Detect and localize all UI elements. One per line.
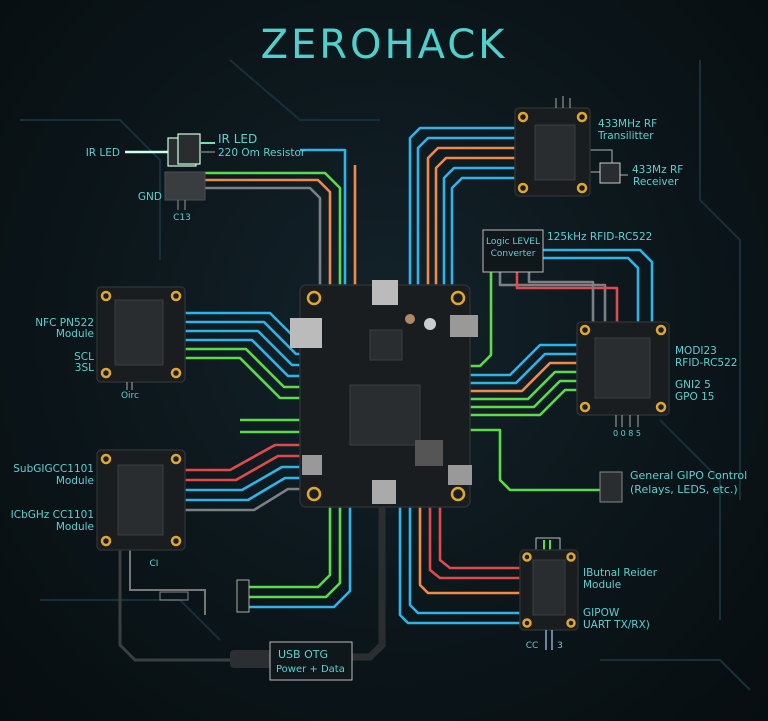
rf-rx-line2: Receiver [633, 176, 679, 188]
nfc-line2: Module [56, 328, 94, 340]
nfc-line3: SCL [74, 351, 94, 363]
ibutton-pin-a: CC [526, 641, 539, 651]
nfc-line1: NFC PN522 [35, 317, 94, 329]
cc1101-line2: Module [56, 475, 94, 487]
logic-level-converter [482, 229, 544, 273]
cc1101-line1: SubGIGCC1101 [13, 463, 94, 475]
usb-line1: USB OTG [278, 648, 328, 661]
rfid-pins: 0 0 8 5 [613, 429, 641, 438]
resistor-symbol [159, 591, 189, 601]
rf-transmitter-module [514, 96, 621, 197]
usb-port-left [290, 318, 322, 348]
rfid125-label: 125kHz RFID-RC522 [547, 231, 652, 243]
ir-led-label: IR LED [218, 132, 257, 146]
cc1101-line4: Module [56, 521, 94, 533]
rfid-line1: MODI23 [675, 345, 717, 357]
resistor-label: 220 Om Resistor [218, 147, 306, 159]
rf-receiver [599, 162, 621, 184]
cc1101-module [96, 449, 186, 551]
ibutton-line3: GIPOW [583, 607, 620, 619]
rfid-module [576, 321, 670, 427]
ir-led-component [164, 133, 215, 210]
rfid-line2: RFID-RC522 [675, 357, 737, 369]
cc1101-bottom: CI [150, 559, 159, 569]
usb-line2: Power + Data [276, 664, 345, 675]
main-board [290, 280, 478, 508]
ibutton-pin-b: 3 [557, 641, 563, 651]
ibutton-module [519, 537, 579, 650]
background-traces [20, 59, 751, 691]
nfc-module [96, 286, 186, 390]
usb-otg-box [230, 641, 353, 681]
gpio-line1: General GIPO Control [630, 469, 747, 482]
ir-led-left-label: IR LED [86, 147, 120, 159]
rfid-line4: GPO 15 [675, 391, 714, 403]
gpio-connector [599, 471, 623, 503]
cc1101-line3: ICbGHz CC1101 [11, 509, 94, 521]
cap-label: C13 [173, 213, 191, 223]
ibutton-line2: Module [583, 579, 621, 591]
rf-rx-line1: 433Mz RF [632, 164, 683, 176]
micro-usb-right [450, 315, 478, 337]
usb-c-port-top [372, 280, 398, 305]
nfc-line4: 3SL [75, 362, 94, 374]
gnd-label: GND [138, 191, 162, 203]
pin-header [236, 579, 250, 613]
usb-c-port-bottom [372, 480, 396, 504]
wires [118, 126, 654, 662]
rfid-line3: GNI2 5 [675, 379, 711, 391]
logic-line1: Logic LEVEL [486, 237, 540, 247]
ibutton-line1: IButnal Reider [583, 567, 658, 579]
ibutton-line4: UART TX/RX) [583, 619, 650, 631]
rf-tx-line1: 433MHz RF [598, 118, 657, 130]
logic-line2: Converter [491, 249, 536, 259]
page-title: ZEROHACK [261, 22, 508, 68]
gpio-line2: (Relays, LEDS, etc.) [630, 483, 738, 496]
rf-tx-line2: Transilitter [597, 130, 654, 142]
nfc-bottom: Oirc [121, 391, 139, 401]
